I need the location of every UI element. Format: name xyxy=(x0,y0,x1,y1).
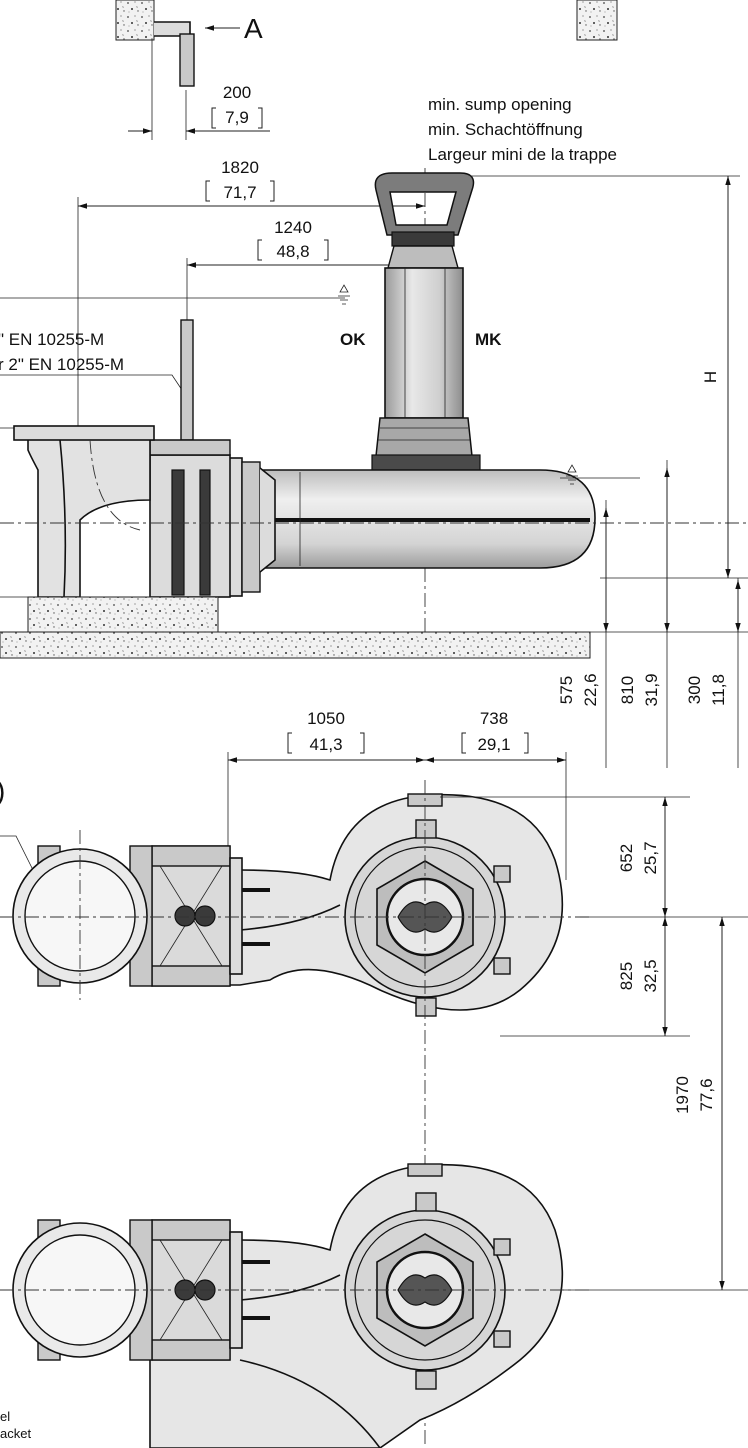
dim-200-mm: 200 xyxy=(223,83,251,102)
dim-738-mm: 738 xyxy=(480,709,508,728)
duckfoot-bend xyxy=(149,454,231,598)
floor-plinth xyxy=(27,596,219,633)
discharge-flange xyxy=(13,425,155,441)
water-level-symbol-mk xyxy=(566,464,578,485)
dim-1240-inch: 48,8 xyxy=(276,242,309,261)
dim-300-inch: 11,8 xyxy=(709,674,728,706)
water-level-symbol-ok xyxy=(338,284,350,305)
view-marker-a: A xyxy=(244,13,263,44)
ceiling-block-right xyxy=(576,0,618,41)
dim-810-inch: 31,9 xyxy=(642,673,661,706)
dim-825-inch: 32,5 xyxy=(641,959,660,992)
opening-text-de: min. Schachtöffnung xyxy=(428,120,583,139)
dim-1820-mm: 1820 xyxy=(221,158,259,177)
dim-300-mm: 300 xyxy=(685,676,704,704)
opening-text-fr: Largeur mini de la trappe xyxy=(428,145,617,164)
dim-1820-inch: 71,7 xyxy=(223,183,256,202)
sump-opening-note: min. sump opening min. Schachtöffnung La… xyxy=(428,95,617,164)
pipe-label-1: " EN 10255-M xyxy=(0,330,104,349)
plan-view: 1050 41,3 738 29,1 ) xyxy=(0,709,748,1448)
side-elevation: 1820 71,7 1240 48,8 OK MK " EN 10255-M r… xyxy=(0,158,748,768)
dim-652-inch: 25,7 xyxy=(641,841,660,874)
level-label-ok: OK xyxy=(340,330,366,349)
dim-1240-mm: 1240 xyxy=(274,218,312,237)
footnote-line2: acket xyxy=(0,1426,31,1441)
motor-housing xyxy=(384,267,464,419)
height-label-h: H xyxy=(701,371,720,383)
detail-view-a: A 200 7,9 xyxy=(115,0,618,140)
pump-plan-upper xyxy=(12,793,564,1017)
dim-200-inch: 7,9 xyxy=(225,108,249,127)
opening-text-en: min. sump opening xyxy=(428,95,572,114)
dim-1970-inch: 77,6 xyxy=(697,1078,716,1111)
edge-mark: ) xyxy=(0,775,5,806)
dim-810-mm: 810 xyxy=(618,676,637,704)
footnote-line1: el xyxy=(0,1409,10,1424)
dim-825-mm: 825 xyxy=(617,962,636,990)
dim-652-mm: 652 xyxy=(617,844,636,872)
dim-575-mm: 575 xyxy=(557,676,576,704)
bracket-pipe xyxy=(179,33,195,87)
dim-1050-inch: 41,3 xyxy=(309,735,342,754)
level-label-mk: MK xyxy=(475,330,502,349)
dim-1970-mm: 1970 xyxy=(673,1076,692,1114)
lifting-handle xyxy=(374,172,475,236)
dim-575-inch: 22,6 xyxy=(581,673,600,706)
discharge-elbow xyxy=(27,437,151,598)
dim-738-inch: 29,1 xyxy=(477,735,510,754)
pipe-label-2: r 2" EN 10255-M xyxy=(0,355,124,374)
ceiling-block-left xyxy=(115,0,155,41)
dim-1050-mm: 1050 xyxy=(307,709,345,728)
guide-pipe xyxy=(180,319,194,441)
floor-slab xyxy=(0,631,591,659)
pump-plan-lower xyxy=(0,1163,590,1448)
guide-bracket xyxy=(154,21,191,37)
